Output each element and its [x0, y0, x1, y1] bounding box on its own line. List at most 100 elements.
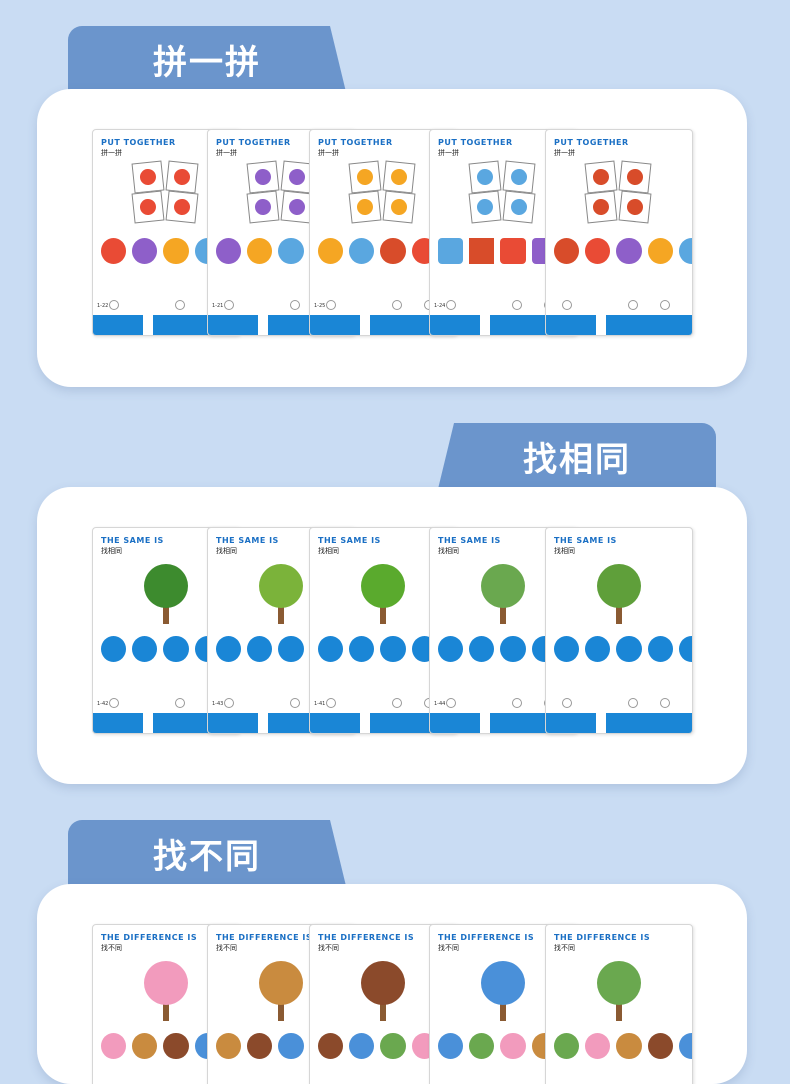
tree-icon [554, 1033, 580, 1059]
punch-hole [326, 300, 336, 310]
blue-strip [546, 713, 692, 733]
puzzle-piece [131, 160, 165, 194]
cypress-tree-icon [470, 560, 536, 626]
blue-strip [93, 315, 239, 335]
punch-hole [660, 698, 670, 708]
section-panel-find-difference: THE DIFFERENCE IS 找不同 THE DIFFERENCE IS … [37, 884, 747, 1084]
punch-hole [109, 698, 119, 708]
card-title-en: THE DIFFERENCE IS [554, 933, 651, 942]
punch-hole [290, 698, 300, 708]
cupcake-icon [318, 1033, 344, 1059]
card-title-en: THE SAME IS [318, 536, 381, 545]
citrus-icon [647, 238, 673, 264]
tree-silhouette-icon [349, 636, 375, 662]
tree-silhouette-icon [585, 636, 611, 662]
animal-face-icon [259, 961, 303, 1021]
puzzle-piece [348, 160, 382, 194]
punch-hole [628, 300, 638, 310]
card-title-cn: 拼一拼 [438, 149, 459, 157]
trunk [278, 991, 284, 1021]
flower-pot-icon [278, 238, 304, 264]
punch-hole [628, 698, 638, 708]
citrus-icon [318, 238, 344, 264]
shape-icon [438, 238, 464, 264]
card-notch [143, 695, 153, 733]
aircraft-icon [500, 1033, 526, 1059]
crown [144, 961, 188, 1005]
blue-strip [310, 713, 456, 733]
card-title-cn: 拼一拼 [554, 149, 575, 157]
card-notch [596, 297, 606, 335]
trunk [616, 991, 622, 1021]
card-code: 1-25 [314, 303, 326, 309]
puzzle-piece [382, 160, 416, 194]
puzzle-piece [584, 160, 618, 194]
crown [481, 564, 525, 608]
puzzle-piece [468, 160, 502, 194]
tree-silhouette-icon [647, 636, 673, 662]
leafy-tree-icon [350, 560, 416, 626]
puzzle-piece [502, 190, 536, 224]
ice-cream-icon [101, 1033, 127, 1059]
card-title-cn: 拼一拼 [318, 149, 339, 157]
crown [361, 564, 405, 608]
trunk [500, 594, 506, 624]
tree-silhouette-icon [469, 636, 495, 662]
heart-icon [468, 160, 536, 228]
trunk [380, 594, 386, 624]
card-title-cn: 拼一拼 [101, 149, 122, 157]
animal-face-icon [248, 957, 314, 1023]
card-title-en: PUT TOGETHER [318, 138, 393, 147]
section-panel-find-same: THE SAME IS 找相同 1-42 THE SAME IS 找相同 1-4… [37, 487, 747, 784]
puzzle-piece [246, 190, 280, 224]
punch-hole [562, 698, 572, 708]
punch-hole [660, 300, 670, 310]
cupcake-icon [380, 1033, 406, 1059]
puzzle-piece [165, 160, 199, 194]
tree-silhouette-icon [438, 636, 464, 662]
tree-silhouette-icon [216, 636, 242, 662]
puzzle-piece [502, 160, 536, 194]
tree-silhouette-icon [278, 636, 304, 662]
section-tab-find-same: 找相同 [438, 423, 716, 489]
cupcake-icon [361, 961, 405, 1021]
section-title: 拼一拼 [153, 42, 261, 83]
puzzle-piece [618, 190, 652, 224]
citrus-icon [585, 238, 611, 264]
card-title-cn: 找不同 [101, 944, 122, 952]
card-title-cn: 找相同 [318, 547, 339, 555]
tree-icon [585, 1033, 611, 1059]
punch-hole [224, 698, 234, 708]
punch-hole [326, 698, 336, 708]
punch-hole [109, 300, 119, 310]
activity-card: THE DIFFERENCE IS 找不同 [545, 924, 693, 1084]
crown [259, 961, 303, 1005]
tree-silhouette-icon [318, 636, 344, 662]
activity-card: PUT TOGETHER 拼一拼 [545, 129, 693, 336]
card-code: 1-41 [314, 701, 326, 707]
card-title-cn: 拼一拼 [216, 149, 237, 157]
citrus-icon [554, 238, 580, 264]
card-code: 1-43 [212, 701, 224, 707]
tree-silhouette-icon [554, 636, 580, 662]
orange-slice-icon [348, 160, 416, 228]
card-notch [480, 297, 490, 335]
ice-cream-icon [132, 1033, 158, 1059]
option-row [554, 1033, 692, 1063]
tree-icon [597, 961, 641, 1021]
card-title-en: THE DIFFERENCE IS [438, 933, 535, 942]
card-code: 1-42 [97, 701, 109, 707]
card-title-cn: 找相同 [554, 547, 575, 555]
trunk [500, 991, 506, 1021]
card-title-cn: 找相同 [216, 547, 237, 555]
citrus-icon [678, 238, 692, 264]
cypress-tree-icon [481, 564, 525, 624]
card-title-en: PUT TOGETHER [554, 138, 629, 147]
crown [361, 961, 405, 1005]
punch-hole [562, 300, 572, 310]
puzzle-piece [468, 190, 502, 224]
card-title-en: THE SAME IS [438, 536, 501, 545]
aircraft-icon [470, 957, 536, 1023]
card-title-en: THE SAME IS [554, 536, 617, 545]
aircraft-icon [481, 961, 525, 1021]
